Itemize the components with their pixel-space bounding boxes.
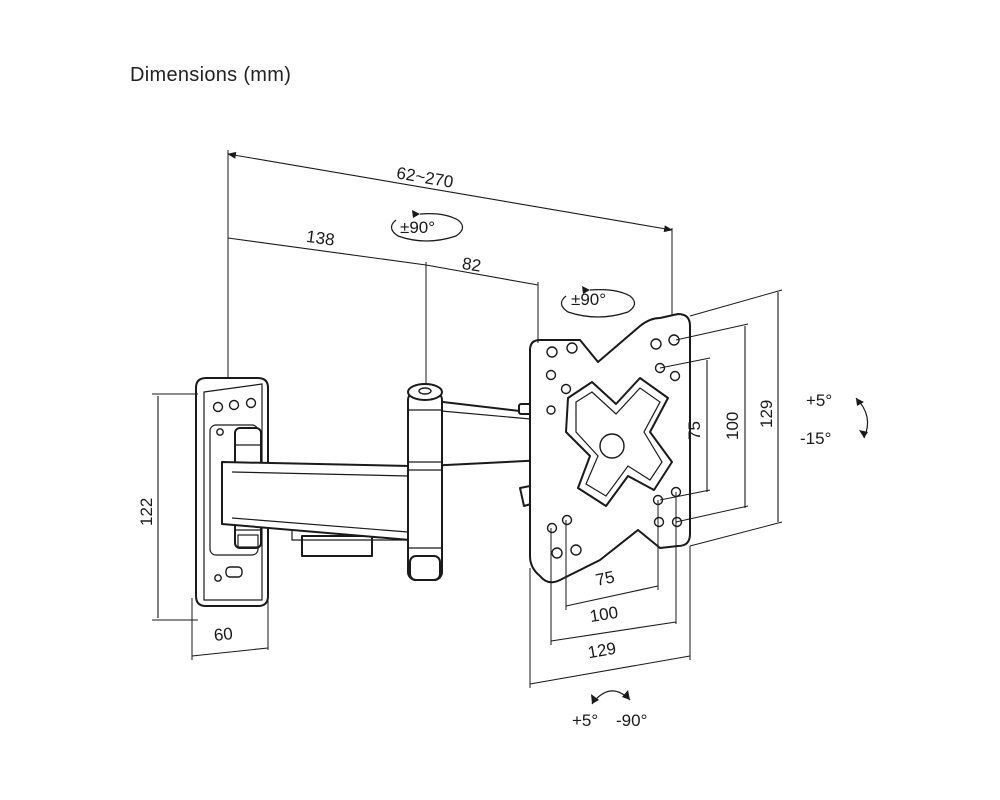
dim-vesa-mid-w: 100: [588, 603, 619, 626]
swivel-arrow-icon: [622, 690, 630, 700]
dim-vesa-large-h: 129: [757, 400, 776, 428]
dim-arm-short: 82: [461, 254, 483, 276]
dimension-labels: 62~270 138 82 122 60 75 100 129 75 100 1…: [137, 163, 776, 662]
rotate-arrow-icon: [412, 210, 420, 218]
tilt-arrow-icon: [859, 430, 868, 438]
dim-vesa-mid-h: 100: [723, 412, 742, 440]
tilt-up-label: +5°: [806, 391, 832, 410]
swing-arm: [221, 383, 546, 581]
dimension-lines: [152, 150, 783, 688]
swivel-right-label: -90°: [616, 711, 647, 730]
arm-swivel-indicator: ±90°: [390, 210, 464, 242]
tilt-arrow-icon: [856, 398, 864, 406]
swivel-indicator: +5° -90°: [572, 690, 647, 730]
rotation-indicators: ±90° ±90° +5° -15° +5° -90°: [390, 210, 869, 730]
dim-plate-width: 60: [213, 624, 234, 645]
arm-swivel-label: ±90°: [400, 218, 435, 237]
page-title: Dimensions (mm): [130, 64, 292, 86]
swivel-arrow-icon: [591, 694, 599, 704]
dim-vesa-large-w: 129: [586, 639, 617, 663]
vesa-plate: [529, 313, 691, 584]
tilt-down-label: -15°: [800, 429, 831, 448]
swivel-left-label: +5°: [572, 711, 598, 730]
head-rotate-indicator: ±90°: [560, 286, 636, 318]
rotate-arrow-icon: [582, 286, 590, 294]
dim-arm-long: 138: [305, 227, 336, 250]
dim-plate-height: 122: [137, 498, 156, 526]
tilt-indicator: +5° -15°: [800, 391, 869, 448]
head-rotate-label: ±90°: [571, 290, 606, 309]
dim-vesa-small-h: 75: [685, 421, 704, 440]
dim-vesa-small-w: 75: [594, 567, 616, 590]
